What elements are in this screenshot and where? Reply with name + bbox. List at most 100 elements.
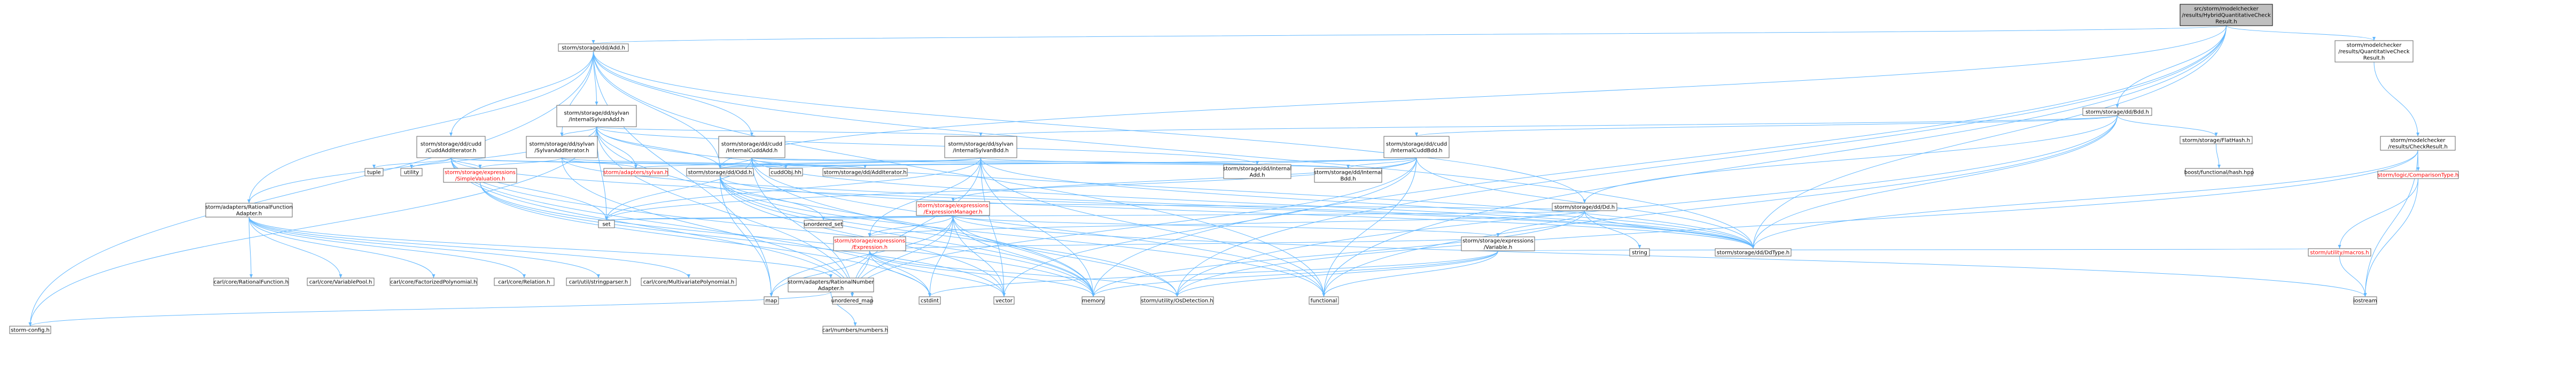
edge-add-to-functional — [593, 51, 1326, 297]
node-exprmgr[interactable]: storm/storage/expressions/ExpressionMana… — [916, 201, 990, 216]
node-label: Adapter.h — [818, 286, 844, 292]
node-sylvanadditer[interactable]: storm/storage/dd/sylvan/SylvanAddIterato… — [526, 136, 598, 158]
node-string[interactable]: string — [1629, 248, 1650, 257]
edge-dd-to-string — [1584, 210, 1641, 249]
node-box — [390, 278, 478, 286]
node-checkresult[interactable]: storm/modelchecker/results/CheckResult.h — [2380, 136, 2456, 151]
node-iostream[interactable]: iostream — [2353, 296, 2377, 305]
node-c_varpool[interactable]: carl/core/VariablePool.h — [307, 278, 375, 286]
node-box — [1081, 296, 1105, 305]
node-label: storm/storage/expressions — [917, 203, 989, 209]
node-label: storm/storage/FlatHash.h — [2182, 138, 2250, 144]
edge-dd-to-set — [605, 210, 1585, 221]
edge-root-to-odd — [718, 25, 2227, 169]
node-label: storm-config.h — [11, 328, 50, 334]
node-sylvanadd[interactable]: storm/storage/dd/sylvan/InternalSylvanAd… — [556, 105, 637, 127]
node-ddtype[interactable]: storm/storage/dd/DdType.h — [1715, 248, 1792, 257]
edge-cuddbdd-to-intbdd — [1347, 157, 1417, 169]
node-c_multipoly[interactable]: carl/core/MultivariatePolynomial.h — [641, 278, 737, 286]
edge-odd-to-ddtype — [720, 175, 1755, 249]
edge-cuddbdd-to-odd — [719, 157, 1417, 169]
node-cuddadd[interactable]: storm/storage/dd/cudd/InternalCuddAdd.h — [718, 136, 785, 158]
node-box — [2185, 168, 2253, 176]
edge-sylvanadd-to-sylvanadditer — [560, 126, 597, 137]
edge-sylvanbdd-to-intbdd — [980, 157, 1350, 169]
node-vector[interactable]: vector — [993, 296, 1015, 305]
node-box — [993, 296, 1015, 305]
node-c_strparser[interactable]: carl/util/stringparser.h — [566, 278, 631, 286]
node-bdd[interactable]: storm/storage/dd/Bdd.h — [2082, 107, 2152, 116]
node-utility[interactable]: utility — [400, 168, 423, 176]
edge-variable-to-osdetect — [1176, 250, 1498, 297]
node-variable[interactable]: storm/storage/expressions/Variable.h — [1461, 236, 1535, 251]
node-label: unordered_set — [804, 222, 843, 228]
node-qcr[interactable]: storm/modelchecker/results/QuantitativeC… — [2334, 40, 2414, 63]
edge-bdd-to-dd — [1583, 115, 2118, 204]
node-functional[interactable]: functional — [1309, 296, 1339, 305]
node-cuddobj[interactable]: cuddObj.hh — [769, 168, 803, 176]
edge-ratfunc-to-c_varpool — [248, 217, 343, 279]
node-macros[interactable]: storm/utility/macros.h — [2308, 248, 2371, 257]
node-config[interactable]: storm-config.h — [9, 326, 51, 334]
node-add[interactable]: storm/storage/dd/Add.h — [558, 43, 629, 52]
node-flathash[interactable]: storm/storage/FlatHash.h — [2180, 136, 2253, 144]
node-logic[interactable]: storm/logic/ComparisonType.h — [2377, 171, 2459, 179]
node-box — [205, 203, 293, 218]
node-box — [1140, 296, 1214, 305]
edge-exprmgr-to-unordered_set — [822, 215, 953, 221]
node-label: /SylvanAddIterator.h — [534, 148, 589, 154]
node-unordered_map[interactable]: unordered_map — [831, 296, 874, 305]
node-additerator[interactable]: storm/storage/dd/AddIterator.h — [822, 168, 908, 176]
node-odd[interactable]: storm/storage/dd/Odd.h — [686, 168, 754, 176]
node-cuddbdd[interactable]: storm/storage/dd/cudd/InternalCuddBdd.h — [1383, 136, 1450, 158]
node-dd[interactable]: storm/storage/dd/Dd.h — [1552, 203, 1617, 211]
node-label: /CuddAddIterator.h — [426, 148, 477, 154]
node-box — [919, 296, 941, 305]
node-box — [788, 278, 874, 292]
node-boostflat[interactable]: boost/functional/hash.hpp — [2184, 168, 2254, 176]
edge-exprmgr-to-map — [769, 215, 953, 297]
node-memory[interactable]: memory — [1081, 296, 1105, 305]
node-box — [2308, 248, 2371, 257]
edge-expression-to-osdetect — [869, 250, 1179, 297]
node-label: carl/core/MultivariatePolynomial.h — [643, 280, 734, 286]
edge-simpleval-to-cstdint — [480, 182, 931, 297]
node-sylvanbdd[interactable]: storm/storage/dd/sylvan/InternalSylvanBd… — [944, 136, 1017, 158]
node-set[interactable]: set — [598, 220, 615, 228]
node-label: storm/utility/macros.h — [2310, 250, 2369, 256]
edge-sylvanadd-to-sylvanbdd — [596, 126, 982, 137]
node-label: storm/storage/dd/Add.h — [562, 45, 625, 51]
node-label: /results/QuantitativeCheck — [2338, 49, 2409, 55]
node-root: src/storm/modelchecker/results/HybridQua… — [2180, 4, 2273, 26]
node-expression[interactable]: storm/storage/expressions/Expression.h — [833, 236, 906, 251]
edge-add-to-odd — [593, 51, 722, 169]
node-simpleval[interactable]: storm/storage/expressions/SimpleValuatio… — [443, 168, 517, 183]
node-sylvanh[interactable]: storm/adapters/sylvan.h — [603, 168, 668, 176]
edge-sylvanadditer-to-simpleval — [478, 157, 562, 169]
node-map[interactable]: map — [764, 296, 779, 305]
node-label: storm/storage/dd/sylvan — [529, 142, 594, 148]
node-label: carl/core/RationalFunction.h — [214, 280, 289, 286]
node-c_factpoly[interactable]: carl/core/FactorizedPolynomial.h — [390, 278, 478, 286]
node-cuddadditer[interactable]: storm/storage/dd/cudd/CuddAddIterator.h — [416, 136, 486, 158]
node-osdetect[interactable]: storm/utility/OsDetection.h — [1140, 296, 1214, 305]
edge-cuddadditer-to-memory — [450, 157, 1095, 297]
edge-expression-to-cstdint — [869, 250, 931, 297]
node-unordered_set[interactable]: unordered_set — [804, 220, 843, 228]
node-tuple[interactable]: tuple — [364, 168, 384, 176]
edge-bdd-to-flathash — [2117, 115, 2218, 137]
edge-odd-to-functional — [720, 175, 1326, 297]
node-label: unordered_map — [831, 298, 874, 304]
node-c_numbers[interactable]: carl/numbers/numbers.h — [822, 326, 888, 334]
node-c_ratfunc[interactable]: carl/core/RationalFunction.h — [213, 278, 289, 286]
node-box — [556, 105, 637, 127]
node-c_relation[interactable]: carl/core/Relation.h — [494, 278, 555, 286]
edge-odd-to-unordered_set — [720, 175, 825, 221]
node-box — [641, 278, 737, 286]
node-cstdint[interactable]: cstdint — [919, 296, 941, 305]
